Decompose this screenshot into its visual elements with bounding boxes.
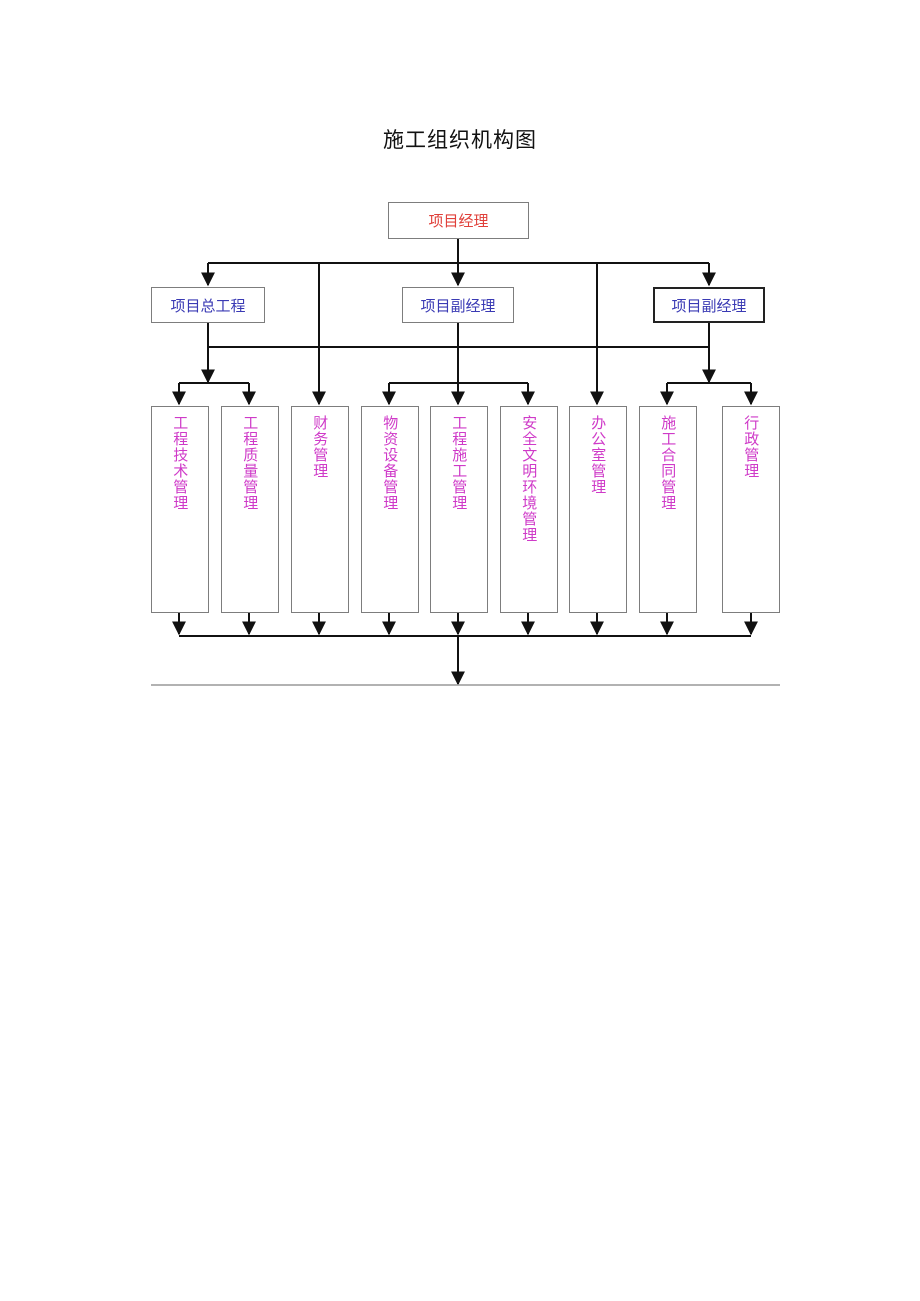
dept-construction: 工程施工管理: [430, 406, 488, 613]
deputy-manager-label-2: 项目副经理: [671, 296, 747, 315]
dept-finance: 财务管理: [291, 406, 349, 613]
chief-engineer-box: 项目总工程: [151, 287, 265, 323]
deputy-manager-box-2: 项目副经理: [653, 287, 765, 323]
dept-office: 办公室管理: [569, 406, 627, 613]
diagram-title: 施工组织机构图: [383, 128, 537, 152]
chief-engineer-label: 项目总工程: [170, 296, 246, 315]
dept-administration: 行政管理: [722, 406, 780, 613]
deputy-manager-box-1: 项目副经理: [402, 287, 514, 323]
dept-engineering-quality: 工程质量管理: [221, 406, 279, 613]
project-manager-label: 项目经理: [428, 212, 489, 230]
deputy-manager-label-1: 项目副经理: [420, 296, 496, 315]
project-manager-box: 项目经理: [388, 202, 529, 239]
dept-materials-equipment: 物资设备管理: [361, 406, 419, 613]
dept-safety-environment: 安全文明环境管理: [500, 406, 558, 613]
dept-engineering-tech: 工程技术管理: [151, 406, 209, 613]
dept-contracts: 施工合同管理: [639, 406, 697, 613]
